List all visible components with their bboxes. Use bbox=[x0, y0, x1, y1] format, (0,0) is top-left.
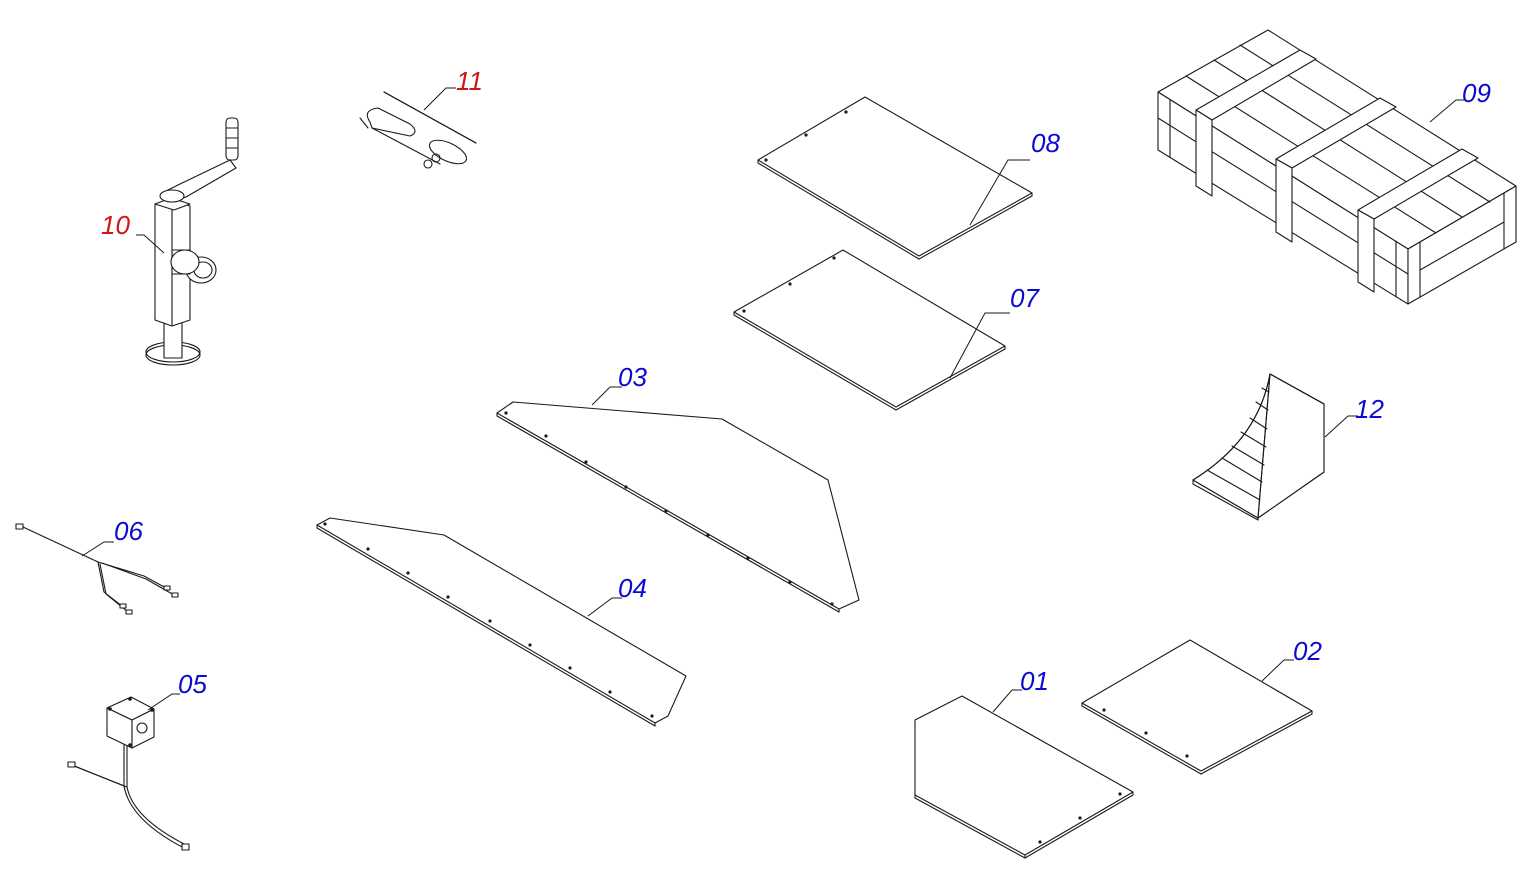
label-06: 06 bbox=[114, 516, 143, 546]
label-04: 04 bbox=[618, 573, 647, 603]
part-03-panel bbox=[496, 401, 860, 613]
part-11-pin-chain bbox=[359, 91, 477, 169]
part-08-plate bbox=[757, 96, 1033, 260]
callout-08: 08 bbox=[969, 128, 1060, 226]
callout-09: 09 bbox=[1429, 78, 1491, 123]
callout-07: 07 bbox=[949, 283, 1040, 379]
callout-05: 05 bbox=[147, 669, 207, 711]
part-07-plate bbox=[733, 249, 1006, 411]
callout-04: 04 bbox=[587, 573, 647, 617]
label-07: 07 bbox=[1010, 283, 1040, 313]
label-05: 05 bbox=[178, 669, 207, 699]
part-12-wheel-chock bbox=[1192, 373, 1325, 521]
callout-06: 06 bbox=[81, 516, 143, 557]
part-09-crate bbox=[1157, 29, 1517, 305]
label-11: 11 bbox=[456, 66, 483, 96]
part-05-junction-box bbox=[67, 696, 190, 851]
part-01-plate bbox=[914, 695, 1134, 859]
callout-10: 10 bbox=[101, 210, 165, 254]
label-12: 12 bbox=[1355, 394, 1384, 424]
callout-12: 12 bbox=[1324, 394, 1384, 438]
callout-02: 02 bbox=[1261, 636, 1322, 682]
label-10: 10 bbox=[101, 210, 130, 240]
label-09: 09 bbox=[1462, 78, 1491, 108]
part-06-wiring-harness bbox=[15, 523, 179, 615]
label-03: 03 bbox=[618, 362, 647, 392]
part-04-panel bbox=[316, 517, 687, 727]
label-01: 01 bbox=[1020, 666, 1049, 696]
label-08: 08 bbox=[1031, 128, 1060, 158]
callout-11: 11 bbox=[423, 66, 483, 111]
part-02-plate bbox=[1081, 639, 1313, 775]
callout-01: 01 bbox=[992, 666, 1049, 713]
callout-03: 03 bbox=[591, 362, 647, 406]
label-02: 02 bbox=[1293, 636, 1322, 666]
part-10-jack-stand bbox=[145, 117, 239, 366]
